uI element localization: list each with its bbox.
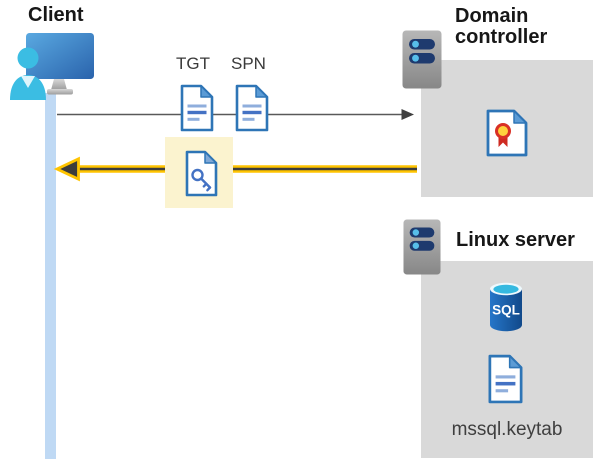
key-ticket-icon [185, 150, 218, 197]
domain-controller-label: Domain controller [455, 5, 548, 48]
user-workstation-icon [10, 33, 94, 100]
client-lifeline [45, 93, 56, 459]
keytab-label: mssql.keytab [451, 419, 563, 440]
spn-label: SPN [231, 54, 266, 73]
linux-server-server-icon [402, 219, 442, 275]
tgt-label: TGT [176, 54, 210, 73]
sql-icon-label: SQL [492, 303, 520, 318]
request-arrow-icon [57, 109, 414, 120]
certificate-icon [486, 109, 528, 157]
spn-document-icon [235, 84, 269, 132]
linux-server-label: Linux server [456, 229, 575, 251]
domain-controller-server-icon [402, 30, 442, 89]
tgt-document-icon [180, 84, 214, 132]
client-label: Client [28, 4, 84, 26]
sql-database-icon: SQL [490, 282, 522, 332]
keytab-document-icon [487, 354, 524, 404]
response-arrow-icon [53, 156, 417, 182]
